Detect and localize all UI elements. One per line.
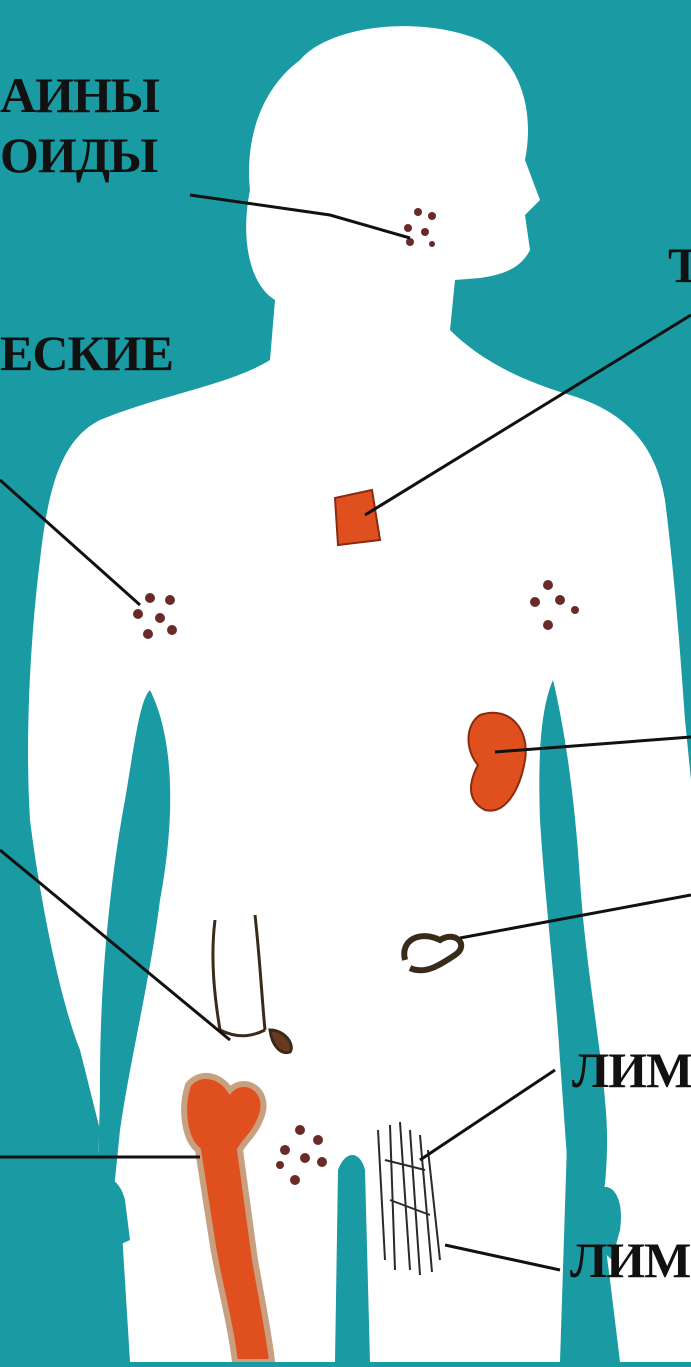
thymus-organ [335,490,380,545]
label-lymph-nodes-lower: ЛИМ [570,1235,690,1285]
label-tonsils-line2: ОИДЫ [0,130,157,180]
label-thymus: Т [668,240,691,290]
leg-gap [335,1155,370,1362]
label-lymphatic-vessels: ЛИМ [572,1045,691,1095]
label-tonsils-line1: АИНЫ [0,70,159,120]
label-lymph-nodes: ЕСКИЕ [0,328,173,378]
